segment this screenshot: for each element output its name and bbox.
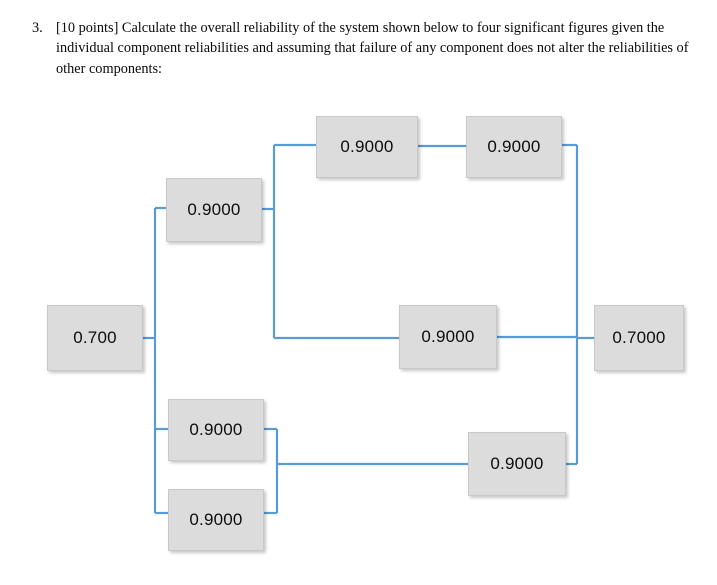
block-upper-branch[interactable]: 0.9000: [166, 178, 262, 242]
question-number: 3.: [32, 20, 43, 36]
block-lower-b[interactable]: 0.9000: [168, 489, 264, 551]
question-block: 3. [10 points] Calculate the overall rel…: [32, 18, 692, 79]
question-text: [10 points] Calculate the overall reliab…: [56, 20, 689, 77]
block-middle[interactable]: 0.9000: [399, 305, 497, 369]
block-top-right[interactable]: 0.9000: [466, 116, 562, 178]
block-lower-right[interactable]: 0.9000: [468, 432, 566, 496]
block-output[interactable]: 0.7000: [594, 305, 684, 371]
block-input[interactable]: 0.700: [47, 305, 143, 371]
block-top-left[interactable]: 0.9000: [316, 116, 418, 178]
block-lower-a[interactable]: 0.9000: [168, 399, 264, 461]
